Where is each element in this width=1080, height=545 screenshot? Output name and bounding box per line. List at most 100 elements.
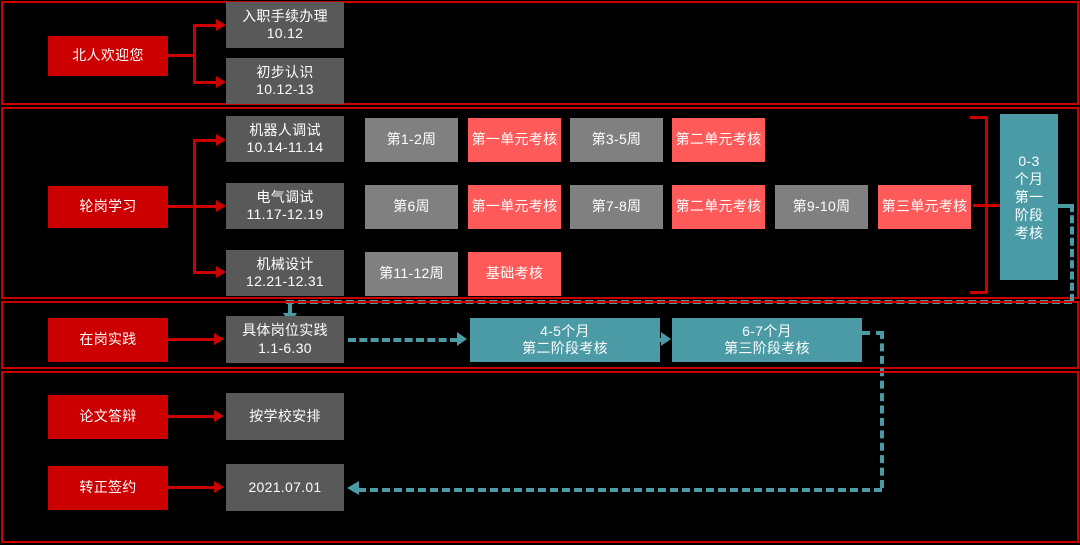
- stage-label-thesis[interactable]: 论文答辩: [48, 395, 168, 439]
- stage-label-signing[interactable]: 转正签约: [48, 466, 168, 510]
- practice-milestone-1-label: 第三阶段考核: [724, 340, 810, 356]
- arrowhead-welcome-bottom: [216, 76, 226, 88]
- rotation-track-1-step-4-label: 第9-10周: [792, 198, 851, 215]
- connector-practice-stem: [168, 338, 216, 341]
- welcome-item-0[interactable]: 入职手续办理 10.12: [226, 2, 344, 48]
- stage-label-practice[interactable]: 在岗实践: [48, 318, 168, 362]
- rotation-track-0-name: 机器人调试: [249, 121, 321, 138]
- rotation-track-2-dates: 12.21-12.31: [245, 273, 325, 289]
- rotation-track-1-dates: 11.17-12.19: [246, 206, 324, 222]
- connector-welcome-riser: [193, 24, 196, 84]
- section-final: [1, 371, 1079, 543]
- welcome-item-1[interactable]: 初步认识 10.12-13: [226, 58, 344, 104]
- connector-rotation-to-milestone: [973, 204, 1000, 207]
- dashed-task-to-milestone-0: [348, 338, 458, 342]
- rotation-track-2[interactable]: 机械设计 12.21-12.31: [226, 250, 344, 296]
- rotation-track-1[interactable]: 电气调试 11.17-12.19: [226, 183, 344, 229]
- welcome-item-0-date: 10.12: [266, 25, 304, 41]
- rotation-track-1-step-5-label: 第三单元考核: [881, 198, 968, 215]
- rotation-track-0-step-1[interactable]: 第一单元考核: [468, 118, 561, 162]
- rotation-track-0[interactable]: 机器人调试 10.14-11.14: [226, 116, 344, 162]
- final-value-signing[interactable]: 2021.07.01: [226, 464, 344, 511]
- rotation-track-1-step-3-label: 第二单元考核: [675, 198, 762, 215]
- final-value-thesis-text: 按学校安排: [249, 407, 321, 424]
- rotation-track-0-step-3[interactable]: 第二单元考核: [672, 118, 765, 162]
- rotation-milestone-label: 0-3个月第一阶段考核: [1014, 152, 1044, 242]
- arrowhead-rotation-track0: [216, 134, 226, 146]
- dashed-task-drop: [288, 300, 292, 316]
- welcome-item-1-title: 初步认识: [256, 63, 314, 80]
- rotation-milestone[interactable]: 0-3个月第一阶段考核: [1000, 114, 1058, 280]
- rotation-track-1-step-4[interactable]: 第9-10周: [775, 185, 868, 229]
- rotation-track-2-step-0-label: 第11-12周: [379, 265, 444, 282]
- arrowhead-signing-red: [214, 481, 224, 493]
- dashed-milestone-down: [1070, 204, 1074, 302]
- practice-task-dates: 1.1-6.30: [258, 339, 312, 356]
- connector-rotation-track1: [193, 205, 218, 208]
- rotation-track-1-step-5[interactable]: 第三单元考核: [878, 185, 971, 229]
- practice-milestone-0[interactable]: 4-5个月 第二阶段考核: [470, 318, 660, 362]
- stage-label-practice-text: 在岗实践: [79, 331, 137, 348]
- dashed-milestone-1-down: [880, 331, 884, 488]
- connector-rotation-bracket-bottom: [970, 291, 988, 294]
- rotation-track-0-step-0[interactable]: 第1-2周: [365, 118, 458, 162]
- rotation-track-1-name: 电气调试: [256, 188, 314, 205]
- connector-thesis: [168, 415, 216, 418]
- arrowhead-rotation-track2: [216, 266, 226, 278]
- connector-welcome-top: [193, 24, 218, 27]
- rotation-track-1-step-1[interactable]: 第一单元考核: [468, 185, 561, 229]
- practice-milestone-1[interactable]: 6-7个月 第三阶段考核: [672, 318, 862, 362]
- rotation-track-0-dates: 10.14-11.14: [246, 139, 324, 155]
- rotation-track-1-step-2-label: 第7-8周: [591, 198, 642, 215]
- dashed-to-signing: [358, 488, 882, 492]
- practice-milestone-1-period: 6-7个月: [742, 322, 792, 339]
- arrowhead-practice-task: [214, 333, 224, 345]
- rotation-track-1-step-3[interactable]: 第二单元考核: [672, 185, 765, 229]
- rotation-track-0-step-0-label: 第1-2周: [386, 131, 437, 148]
- welcome-item-0-title: 入职手续办理: [242, 7, 328, 24]
- section-practice: [1, 301, 1079, 369]
- arrowhead-rotation-track1: [216, 200, 226, 212]
- section-welcome: [1, 1, 1079, 105]
- arrowhead-signing: [347, 481, 359, 495]
- connector-welcome-stem: [168, 54, 196, 57]
- stage-label-welcome-text: 北人欢迎您: [72, 47, 144, 64]
- practice-milestone-0-period: 4-5个月: [540, 322, 590, 339]
- connector-rotation-bracket-top: [970, 116, 988, 119]
- connector-rotation-stem: [168, 205, 196, 208]
- rotation-track-1-step-0[interactable]: 第6周: [365, 185, 458, 229]
- connector-signing: [168, 486, 216, 489]
- rotation-track-2-name: 机械设计: [256, 255, 314, 272]
- rotation-track-1-step-1-label: 第一单元考核: [471, 198, 558, 215]
- rotation-track-1-step-0-label: 第6周: [393, 198, 430, 215]
- arrowhead-milestone-1: [661, 332, 671, 346]
- practice-milestone-0-label: 第二阶段考核: [522, 340, 608, 356]
- rotation-track-0-step-2-label: 第3-5周: [591, 131, 642, 148]
- connector-rotation-track0: [193, 139, 218, 142]
- connector-rotation-track2: [193, 271, 218, 274]
- stage-label-thesis-text: 论文答辩: [79, 408, 137, 425]
- stage-label-signing-text: 转正签约: [79, 479, 137, 496]
- dashed-milestone-exit: [1058, 204, 1074, 208]
- practice-task[interactable]: 具体岗位实践 1.1-6.30: [226, 316, 344, 363]
- section-rotation: [1, 107, 1079, 299]
- rotation-track-2-step-1[interactable]: 基础考核: [468, 252, 561, 296]
- final-value-thesis[interactable]: 按学校安排: [226, 393, 344, 440]
- welcome-item-1-date: 10.12-13: [256, 81, 314, 97]
- dashed-milestone-1-exit: [862, 331, 884, 335]
- practice-task-title: 具体岗位实践: [242, 322, 328, 338]
- stage-label-welcome[interactable]: 北人欢迎您: [48, 36, 168, 76]
- final-value-signing-text: 2021.07.01: [248, 478, 322, 495]
- rotation-track-2-step-0[interactable]: 第11-12周: [365, 252, 458, 296]
- connector-welcome-bottom: [193, 81, 218, 84]
- stage-label-rotation-text: 轮岗学习: [79, 198, 137, 215]
- rotation-track-1-step-2[interactable]: 第7-8周: [570, 185, 663, 229]
- rotation-track-0-step-2[interactable]: 第3-5周: [570, 118, 663, 162]
- arrowhead-thesis: [214, 410, 224, 422]
- rotation-track-0-step-1-label: 第一单元考核: [471, 131, 558, 148]
- arrowhead-milestone-0: [457, 332, 467, 346]
- stage-label-rotation[interactable]: 轮岗学习: [48, 186, 168, 228]
- rotation-track-0-step-3-label: 第二单元考核: [675, 131, 762, 148]
- arrowhead-welcome-top: [216, 19, 226, 31]
